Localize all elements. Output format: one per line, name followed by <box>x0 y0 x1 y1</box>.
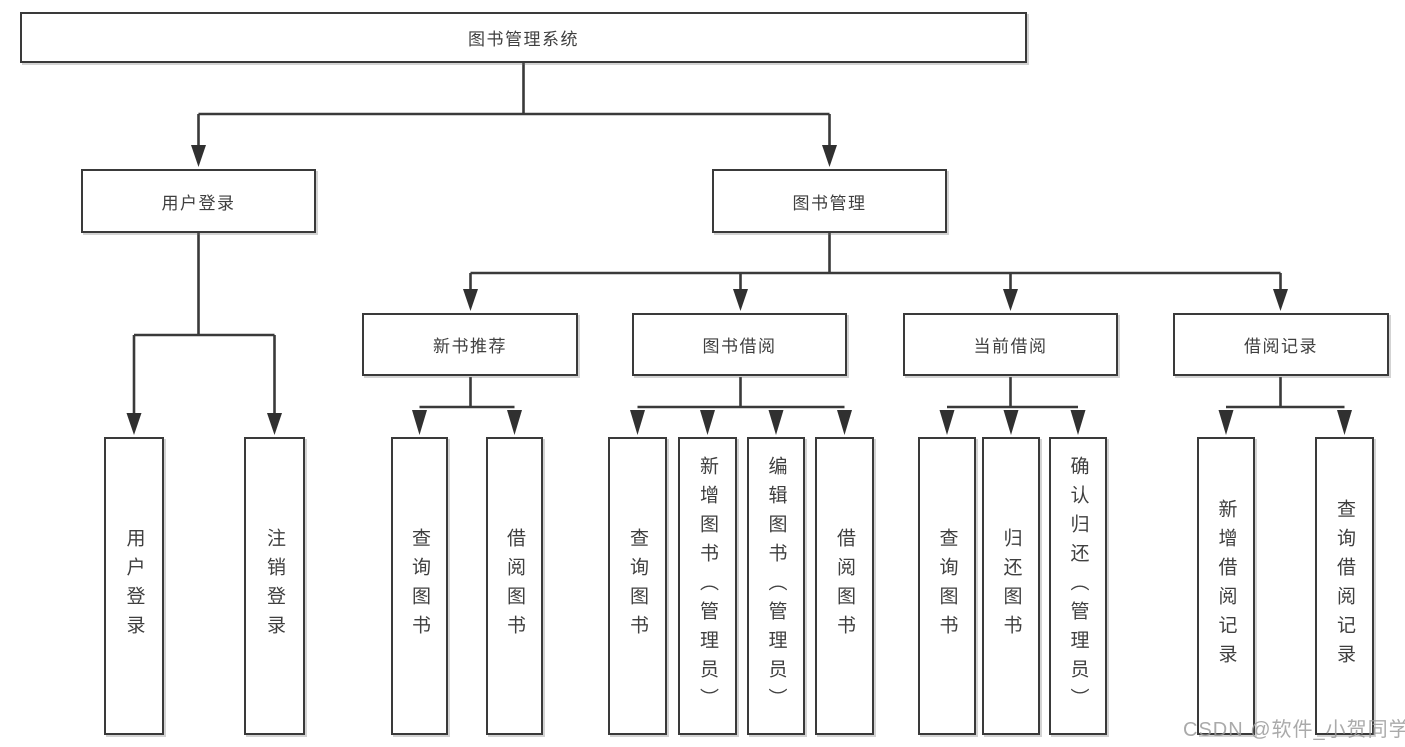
node-book-borrowing: 图书借阅 <box>632 313 847 376</box>
node-book-management: 图书管理 <box>712 169 947 233</box>
node-user-login: 用户登录 <box>81 169 316 233</box>
node-label: 查询图书 <box>409 528 430 644</box>
node-label: 新增借阅记录 <box>1215 499 1237 673</box>
node-user-login-action: 用户登录 <box>104 437 164 735</box>
csdn-watermark: CSDN @软件_小贺同学 <box>1183 719 1405 741</box>
node-label: 编辑图书（管理员） <box>765 455 787 717</box>
node-edit-books-admin: 编辑图书（管理员） <box>747 437 805 735</box>
node-current-borrowing: 当前借阅 <box>903 313 1118 376</box>
node-label: 注销登录 <box>264 528 285 644</box>
node-confirm-return-admin: 确认归还（管理员） <box>1049 437 1107 735</box>
node-query-books-current: 查询图书 <box>918 437 976 735</box>
node-label: 用户登录 <box>123 528 145 644</box>
node-label: 借阅图书 <box>504 528 525 644</box>
node-logout-action: 注销登录 <box>244 437 305 735</box>
node-borrow-books-borrowing: 借阅图书 <box>815 437 874 735</box>
node-label: 查询借阅记录 <box>1334 499 1355 673</box>
node-new-book-recommendation: 新书推荐 <box>362 313 578 376</box>
node-label: 归还图书 <box>1000 528 1022 644</box>
node-library-management-system: 图书管理系统 <box>20 12 1027 63</box>
node-query-borrow-record: 查询借阅记录 <box>1315 437 1374 735</box>
node-label: 确认归还（管理员） <box>1067 455 1089 717</box>
node-label: 借阅图书 <box>834 528 855 644</box>
node-query-books-borrowing: 查询图书 <box>608 437 667 735</box>
node-query-books-recommendation: 查询图书 <box>391 437 448 735</box>
node-borrowing-records: 借阅记录 <box>1173 313 1389 376</box>
node-label: 新增图书（管理员） <box>697 455 718 717</box>
node-label: 查询图书 <box>627 528 648 644</box>
node-add-borrow-record: 新增借阅记录 <box>1197 437 1255 735</box>
node-label: 查询图书 <box>936 528 958 644</box>
node-borrow-books-recommendation: 借阅图书 <box>486 437 543 735</box>
node-return-books: 归还图书 <box>982 437 1040 735</box>
node-add-books-admin: 新增图书（管理员） <box>678 437 737 735</box>
